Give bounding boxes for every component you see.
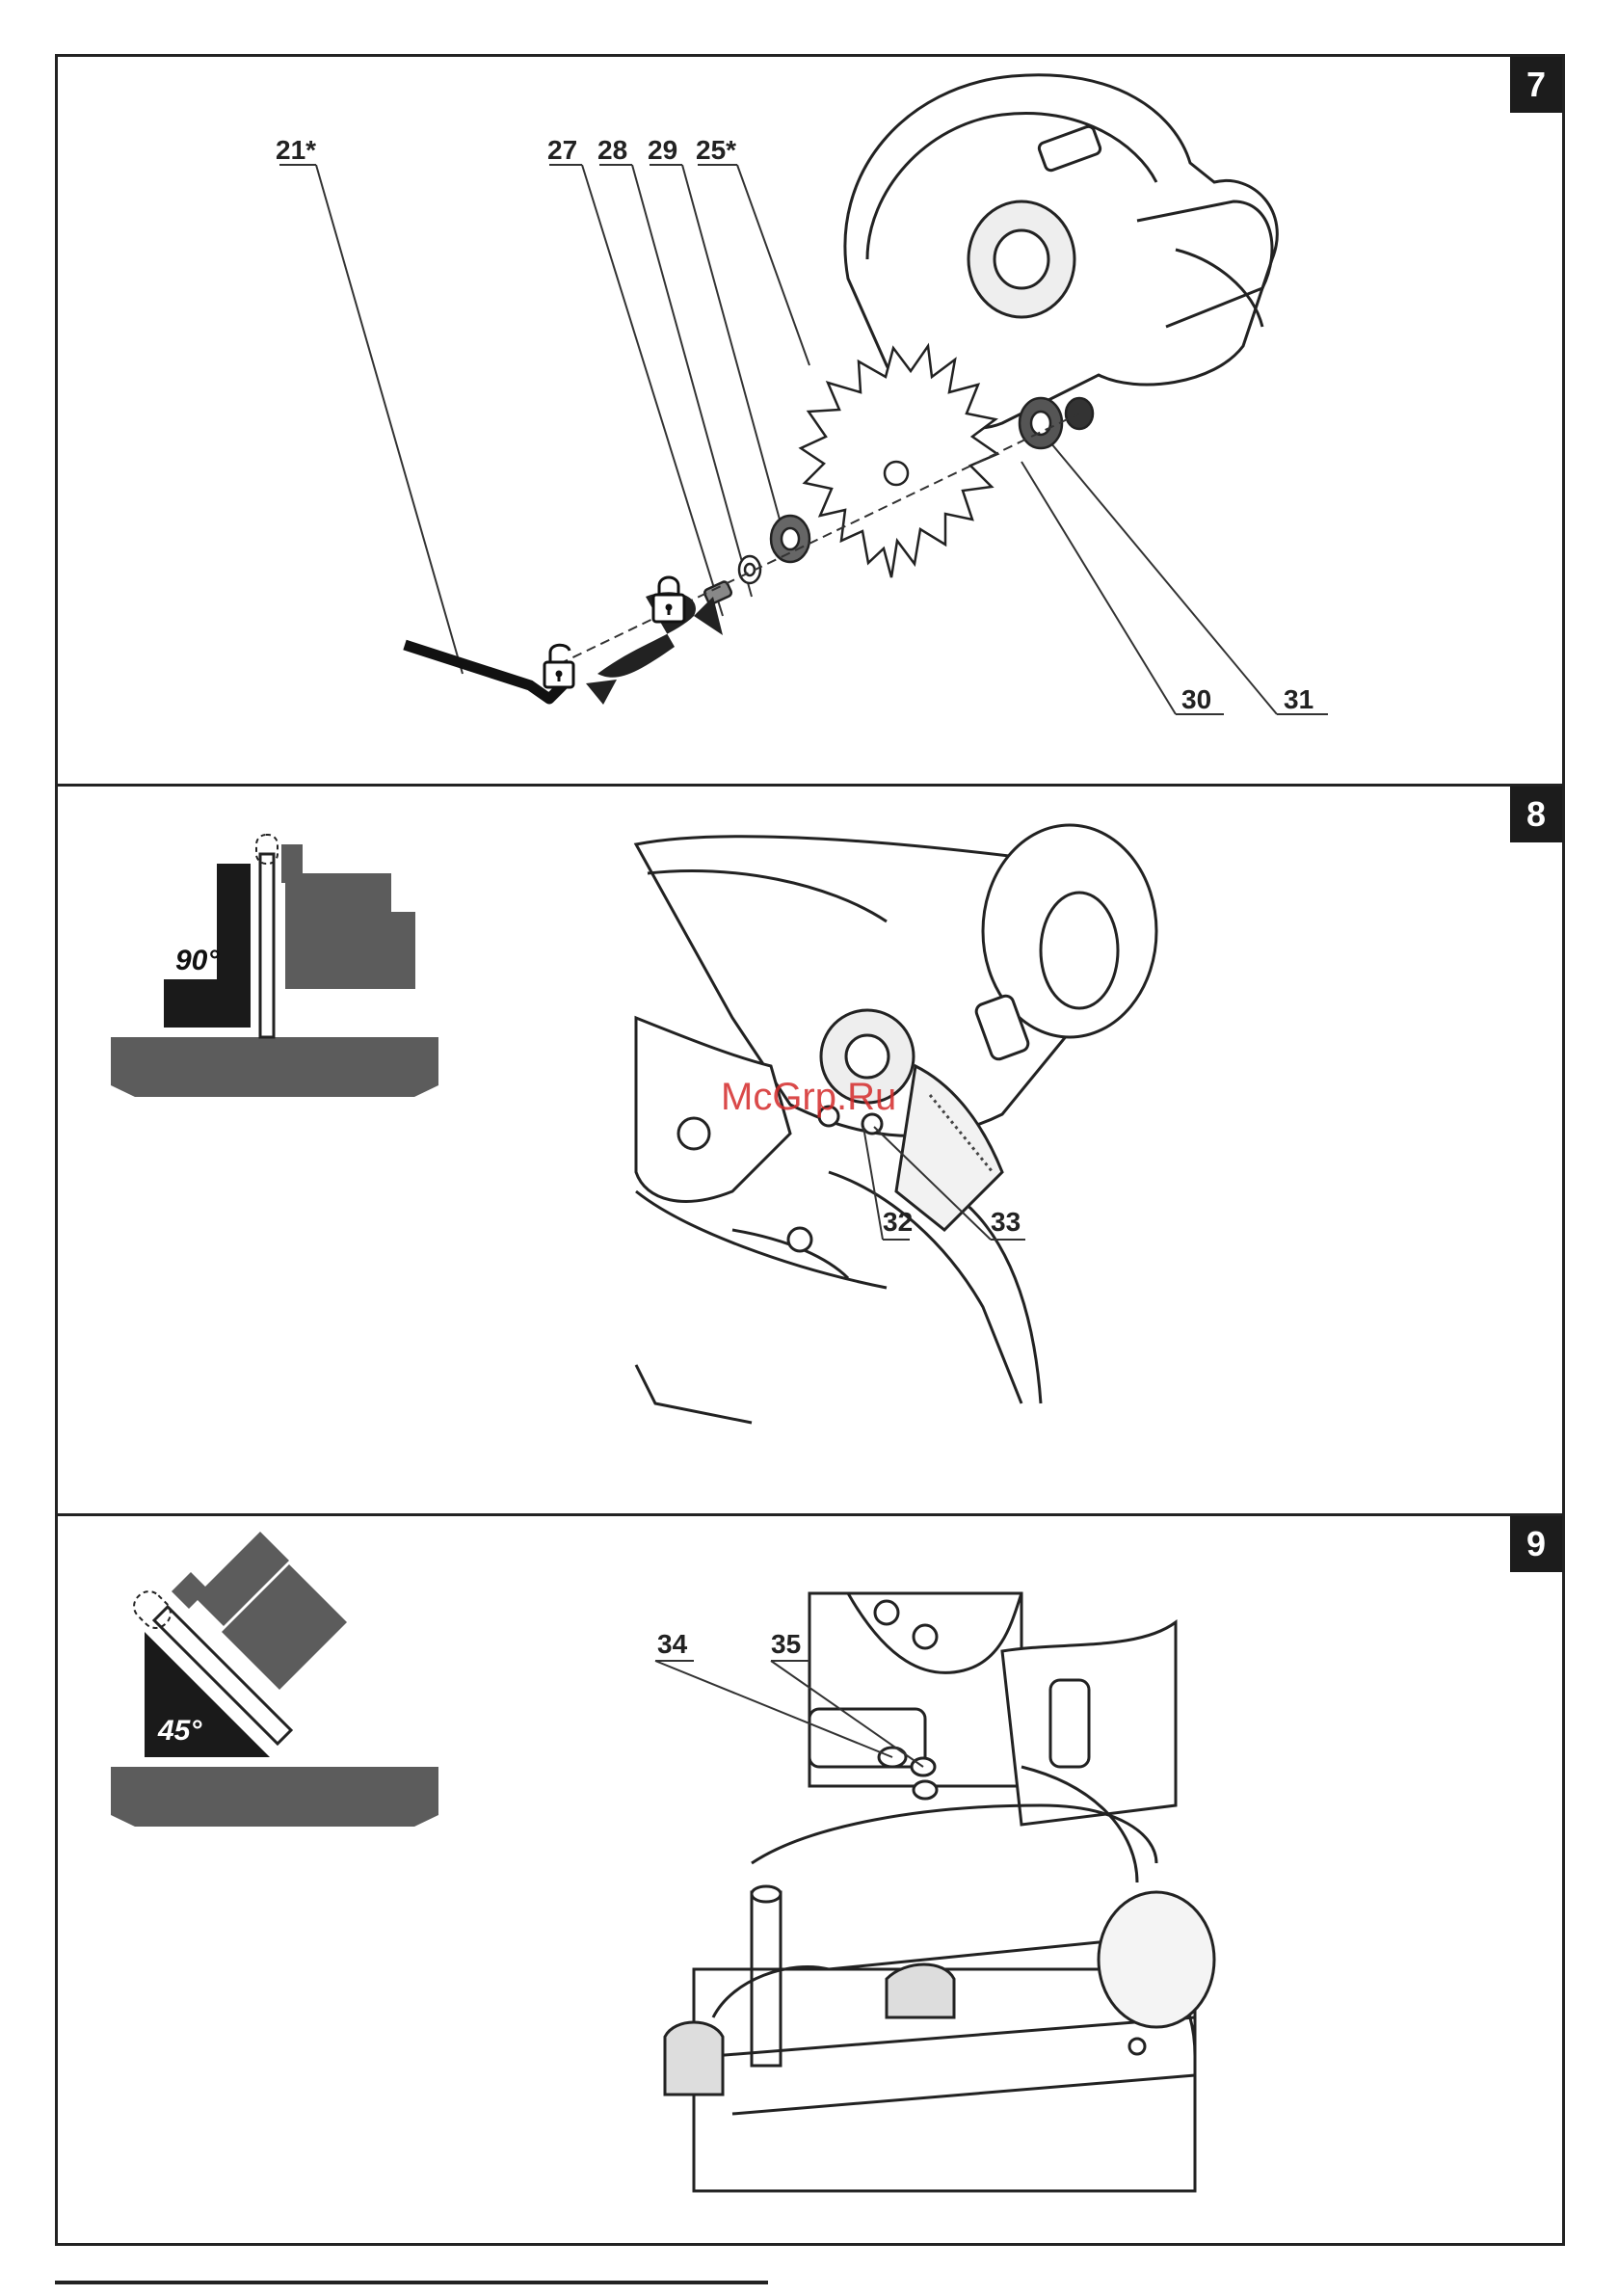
blade-change-illustration: 21* 27 28 29 25* 30 31 (58, 57, 1568, 789)
saw-bevel-stop-drawing (665, 1593, 1214, 2191)
lock-icon (653, 577, 684, 622)
callout-28: 28 (597, 135, 627, 165)
figure-7-panel: 7 21* 27 28 29 25* 30 31 (55, 54, 1565, 787)
callout-29: 29 (648, 135, 677, 165)
bevel-90-illustration: 90° (58, 787, 1568, 1519)
callout-30: 30 (1181, 684, 1211, 714)
saw-bevel-closeup-drawing (636, 825, 1156, 1423)
angle-label-45: 45° (157, 1715, 202, 1747)
callout-25: 25* (696, 135, 736, 165)
callout-34: 34 (657, 1629, 688, 1659)
callout-33: 33 (991, 1207, 1021, 1237)
callout-32: 32 (883, 1207, 913, 1237)
bevel-45-schematic: 45° (111, 1532, 438, 1827)
angle-label-90: 90° (175, 945, 220, 976)
figure-9-panel: 9 45° (55, 1513, 1565, 2246)
footer-rule (55, 2281, 768, 2284)
square-90-schematic: 90° (111, 835, 438, 1097)
hex-key-icon (405, 645, 567, 699)
callout-21: 21* (276, 135, 316, 165)
figure-8-panel: 8 90° (55, 784, 1565, 1516)
watermark-text: McGrp.Ru (721, 1076, 896, 1118)
callout-31: 31 (1284, 684, 1313, 714)
callout-27: 27 (547, 135, 577, 165)
bevel-45-illustration: 45° (58, 1516, 1568, 2249)
callout-35: 35 (771, 1629, 801, 1659)
unlock-icon (544, 645, 573, 687)
